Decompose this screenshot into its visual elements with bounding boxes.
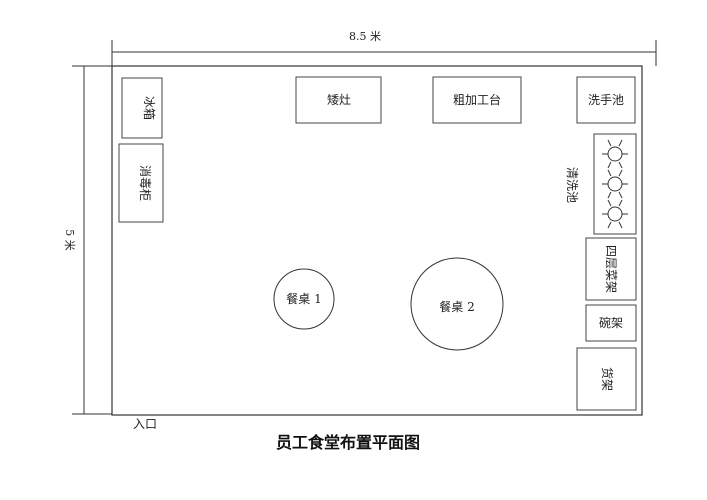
dining-table-1: 餐桌 1 (273, 268, 335, 330)
rough-prep-table-label: 粗加工台 (453, 92, 501, 107)
disinfection-cabinet-label: 消毒柜 (138, 165, 152, 201)
fridge-label: 冰箱 (142, 96, 157, 120)
four-tier-rack: 四层菜架 (585, 237, 637, 301)
handwash-sink: 洗手池 (576, 76, 636, 124)
dining-table-1-label: 餐桌 1 (286, 291, 321, 306)
width-dimension: 8.5 米 (111, 30, 657, 66)
width-label: 8.5 米 (349, 30, 381, 43)
fridge: 冰箱 (121, 77, 163, 139)
diagram-title: 员工食堂布置平面图 (276, 433, 420, 452)
faucet-icon (602, 139, 628, 169)
goods-rack: 货架 (576, 347, 637, 411)
dining-table-2: 餐桌 2 (410, 257, 504, 351)
bowl-rack: 碗架 (585, 304, 637, 342)
stove-label: 矮灶 (327, 93, 351, 107)
height-dimension: 5 米 (63, 65, 112, 415)
entrance-label: 入口 (133, 417, 157, 431)
stove: 矮灶 (295, 76, 382, 124)
height-label: 5 米 (63, 229, 76, 251)
faucet-icon (602, 169, 628, 199)
dining-table-2-label: 餐桌 2 (439, 299, 474, 314)
disinfection-cabinet: 消毒柜 (118, 143, 164, 223)
goods-rack-label: 货架 (600, 367, 615, 391)
room-outline (111, 65, 643, 416)
handwash-sink-label: 洗手池 (588, 93, 624, 107)
four-tier-rack-label: 四层菜架 (604, 245, 618, 293)
rough-prep-table: 粗加工台 (432, 76, 522, 124)
faucet-icon (602, 199, 628, 229)
bowl-rack-label: 碗架 (599, 315, 623, 330)
washing-sink (593, 133, 637, 235)
washing-sink-label: 清洗池 (565, 167, 579, 203)
